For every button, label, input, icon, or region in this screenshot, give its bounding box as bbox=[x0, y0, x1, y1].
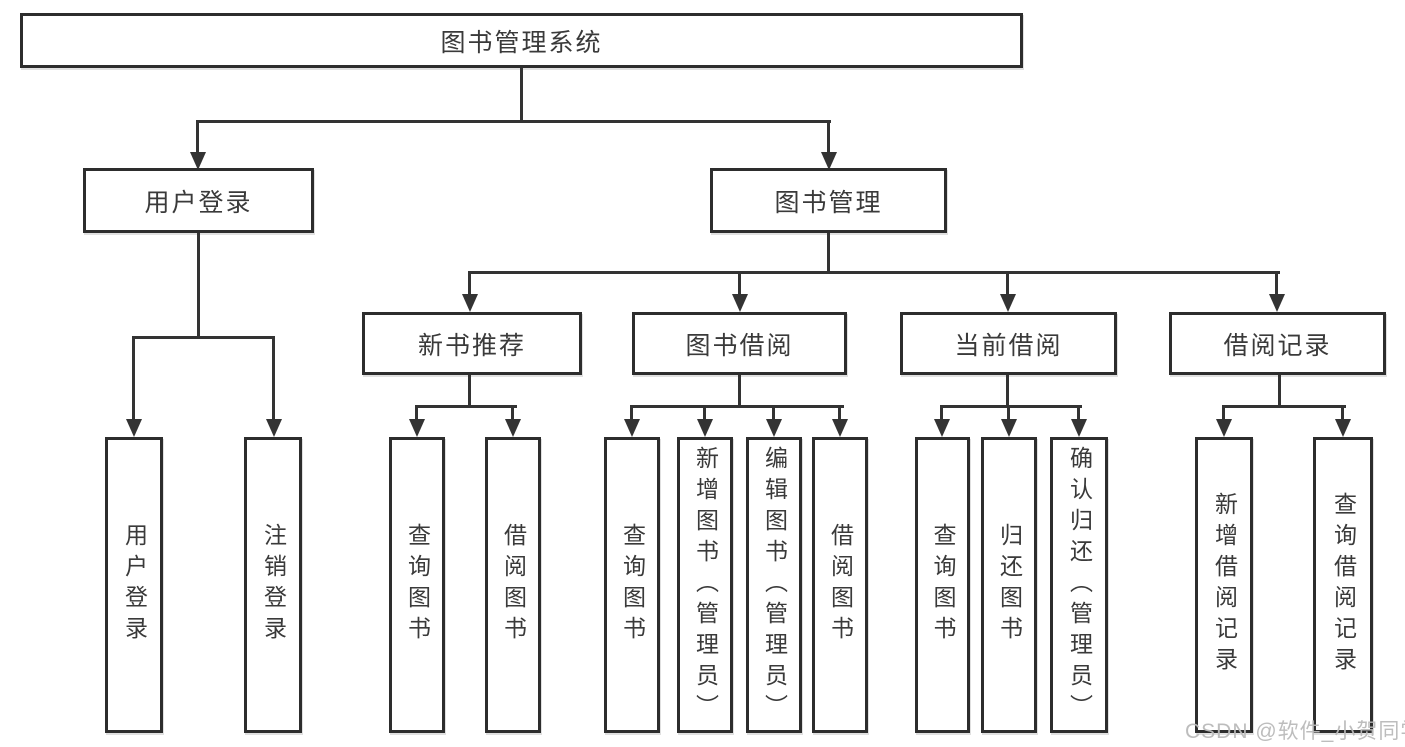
connector-line bbox=[197, 120, 831, 123]
arrow-down-icon bbox=[738, 271, 741, 294]
node-label: 查询图书 bbox=[619, 523, 646, 647]
arrow-down-icon bbox=[511, 405, 514, 419]
node-label: 借阅图书 bbox=[500, 523, 527, 647]
csdn-watermark: CSDN @软件_小贺同学 bbox=[1185, 720, 1405, 743]
connector-line bbox=[1222, 405, 1346, 408]
arrow-down-icon bbox=[272, 336, 275, 419]
node-user-login: 用户登录 bbox=[83, 168, 314, 233]
node-label: 新增图书（管理员） bbox=[692, 445, 719, 725]
connector-line bbox=[520, 68, 523, 120]
leaf-logout: 注销登录 bbox=[244, 437, 302, 733]
connector-line bbox=[468, 271, 1280, 274]
node-label: 编辑图书（管理员） bbox=[761, 445, 788, 725]
node-borrowing-records: 借阅记录 bbox=[1169, 312, 1386, 375]
arrow-down-icon bbox=[1222, 405, 1225, 419]
leaf-return-books: 归还图书 bbox=[981, 437, 1037, 733]
node-label: 图书管理 bbox=[774, 188, 883, 217]
leaf-confirm-return-admin: 确认归还（管理员） bbox=[1050, 437, 1108, 733]
connector-line bbox=[941, 405, 1082, 408]
node-label: 新书推荐 bbox=[417, 331, 526, 360]
node-library-system: 图书管理系统 bbox=[20, 13, 1023, 68]
arrow-down-icon bbox=[940, 405, 943, 419]
leaf-query-books-2: 查询图书 bbox=[604, 437, 660, 733]
arrow-down-icon bbox=[703, 405, 706, 419]
arrow-down-icon bbox=[1006, 271, 1009, 294]
arrow-down-icon bbox=[827, 120, 830, 152]
connector-line bbox=[415, 405, 517, 408]
connector-line bbox=[827, 233, 830, 271]
leaf-user-login: 用户登录 bbox=[105, 437, 163, 733]
leaf-query-borrow-record: 查询借阅记录 bbox=[1313, 437, 1373, 733]
connector-line bbox=[1006, 375, 1009, 405]
node-label: 用户登录 bbox=[144, 188, 253, 217]
node-new-book-recommendation: 新书推荐 bbox=[362, 312, 582, 375]
leaf-borrow-books: 借阅图书 bbox=[485, 437, 541, 733]
node-label: 新增借阅记录 bbox=[1211, 492, 1238, 678]
node-label: 图书借阅 bbox=[685, 331, 794, 360]
arrow-down-icon bbox=[132, 336, 135, 419]
node-label: 查询图书 bbox=[404, 523, 431, 647]
arrow-down-icon bbox=[1341, 405, 1344, 419]
node-label: 借阅记录 bbox=[1223, 331, 1332, 360]
arrow-down-icon bbox=[415, 405, 418, 419]
arrow-down-icon bbox=[772, 405, 775, 419]
arrow-down-icon bbox=[1275, 271, 1278, 294]
connector-line bbox=[630, 405, 844, 408]
node-label: 注销登录 bbox=[260, 523, 287, 647]
node-label: 归还图书 bbox=[996, 523, 1023, 647]
arrow-down-icon bbox=[1077, 405, 1080, 419]
connector-line bbox=[133, 336, 275, 339]
arrow-down-icon bbox=[1007, 405, 1010, 419]
leaf-add-borrow-record: 新增借阅记录 bbox=[1195, 437, 1253, 733]
leaf-query-books: 查询图书 bbox=[389, 437, 445, 733]
node-label: 图书管理系统 bbox=[440, 28, 603, 57]
node-label: 查询借阅记录 bbox=[1330, 492, 1357, 678]
node-book-borrowing: 图书借阅 bbox=[632, 312, 847, 375]
arrow-down-icon bbox=[630, 405, 633, 419]
connector-line bbox=[468, 375, 471, 405]
leaf-borrow-books-2: 借阅图书 bbox=[812, 437, 868, 733]
node-label: 用户登录 bbox=[121, 523, 148, 647]
arrow-down-icon bbox=[838, 405, 841, 419]
arrow-down-icon bbox=[196, 120, 199, 152]
leaf-add-books-admin: 新增图书（管理员） bbox=[677, 437, 733, 733]
connector-line bbox=[197, 233, 200, 336]
arrow-down-icon bbox=[468, 271, 471, 294]
connector-line bbox=[738, 375, 741, 405]
node-label: 当前借阅 bbox=[954, 331, 1063, 360]
leaf-query-books-3: 查询图书 bbox=[915, 437, 970, 733]
node-label: 查询图书 bbox=[930, 523, 956, 647]
node-label: 确认归还（管理员） bbox=[1066, 445, 1093, 725]
connector-line bbox=[1278, 375, 1281, 405]
node-book-management: 图书管理 bbox=[710, 168, 947, 233]
node-current-borrowing: 当前借阅 bbox=[900, 312, 1117, 375]
leaf-edit-books-admin: 编辑图书（管理员） bbox=[746, 437, 802, 733]
node-label: 借阅图书 bbox=[827, 523, 854, 647]
